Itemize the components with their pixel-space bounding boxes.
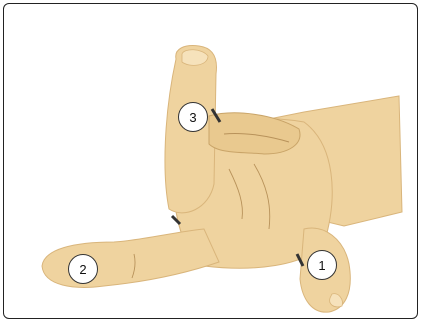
marker-2: 2 — [68, 254, 98, 284]
marker-1: 1 — [307, 250, 337, 280]
hand-illustration — [4, 4, 418, 319]
finger-up-nail — [182, 50, 208, 66]
diagram-frame: 1 2 3 — [3, 3, 418, 319]
marker-3: 3 — [178, 102, 208, 132]
thumb-left — [42, 229, 219, 287]
